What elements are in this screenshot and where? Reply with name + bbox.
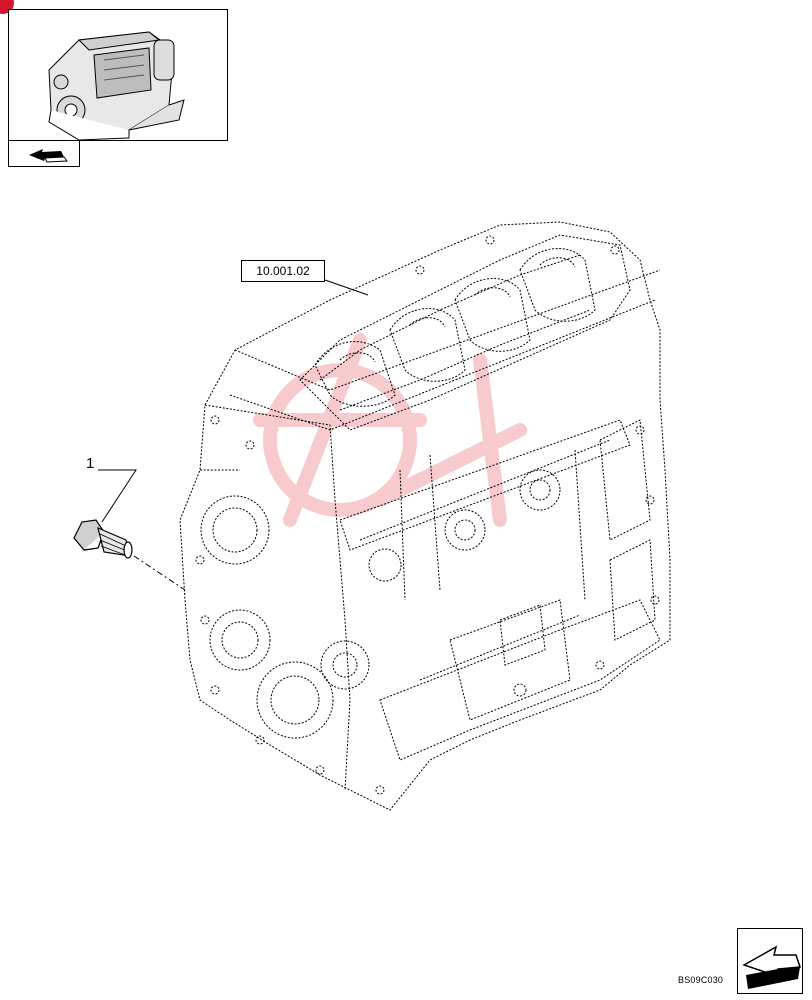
part-1-bolt <box>73 519 133 559</box>
back-nav-button[interactable] <box>8 141 80 167</box>
next-nav-button[interactable] <box>737 928 803 994</box>
figure-code: BS09C030 <box>678 975 724 985</box>
reference-label[interactable]: 10.001.02 <box>241 260 325 282</box>
next-arrow-icon <box>742 945 802 989</box>
engine-thumbnail-icon <box>48 31 185 141</box>
engine-thumbnail[interactable] <box>8 9 228 141</box>
back-arrow-icon <box>29 149 68 163</box>
callout-number: 1 <box>86 455 95 472</box>
watermark-logo <box>253 333 527 527</box>
